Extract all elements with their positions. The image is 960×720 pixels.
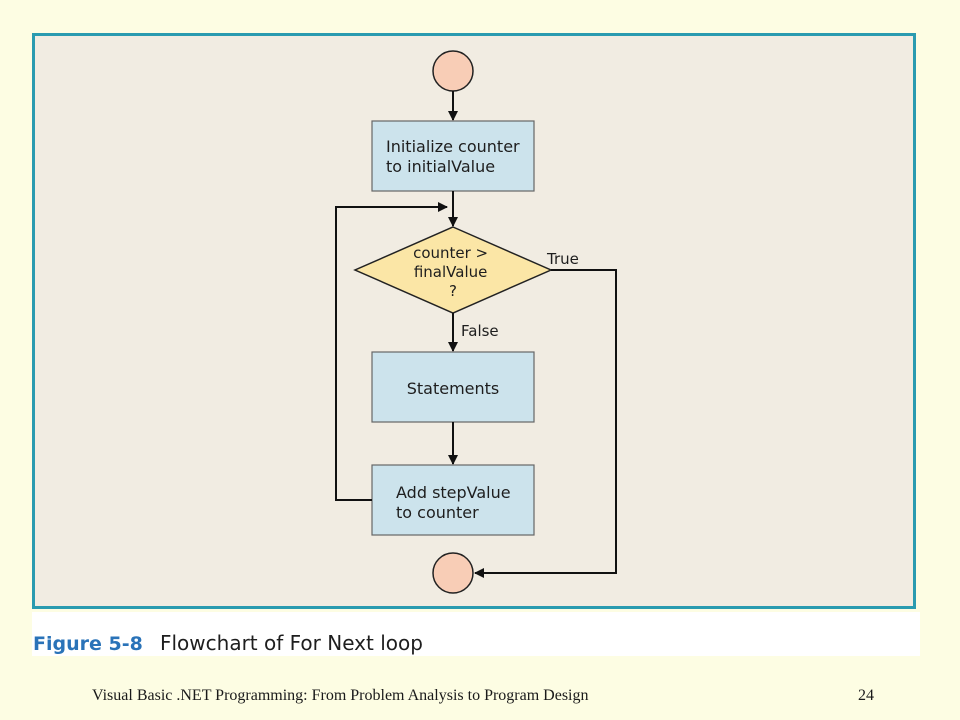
- svg-text:Add stepValue to counter: Add stepValue to counter: [396, 483, 516, 522]
- step-box: [371, 464, 535, 536]
- decision-line3: ?: [449, 282, 457, 300]
- initialize-box: [371, 120, 535, 192]
- statements-box-text: Statements: [407, 379, 500, 398]
- start-terminal: [432, 50, 474, 92]
- decision-line2: finalValue: [414, 263, 488, 281]
- decision-line1: counter >: [413, 244, 488, 262]
- figure-number: Figure 5-8: [33, 633, 143, 655]
- false-label: False: [461, 322, 499, 340]
- end-terminal: [432, 552, 474, 594]
- caption-strip: [32, 612, 920, 656]
- initialize-box-line2: to initialValue: [386, 157, 495, 176]
- figure-title: Flowchart of For Next loop: [160, 631, 423, 655]
- arrow-true-to-end: [474, 269, 617, 578]
- page-number: 24: [858, 687, 874, 704]
- footer-text: Visual Basic .NET Programming: From Prob…: [92, 687, 589, 704]
- true-label: True: [546, 250, 579, 268]
- svg-text:Initialize counter to in: Initialize counter to initialValue: [386, 137, 525, 176]
- svg-text:counter > finalValue: counter > finalValue ?: [413, 244, 493, 300]
- step-box-line1: Add stepValue: [396, 483, 511, 502]
- arrow-loop-back: [335, 202, 448, 501]
- step-box-line2: to counter: [396, 503, 479, 522]
- initialize-box-line1: Initialize counter: [386, 137, 520, 156]
- statements-box: [371, 351, 535, 423]
